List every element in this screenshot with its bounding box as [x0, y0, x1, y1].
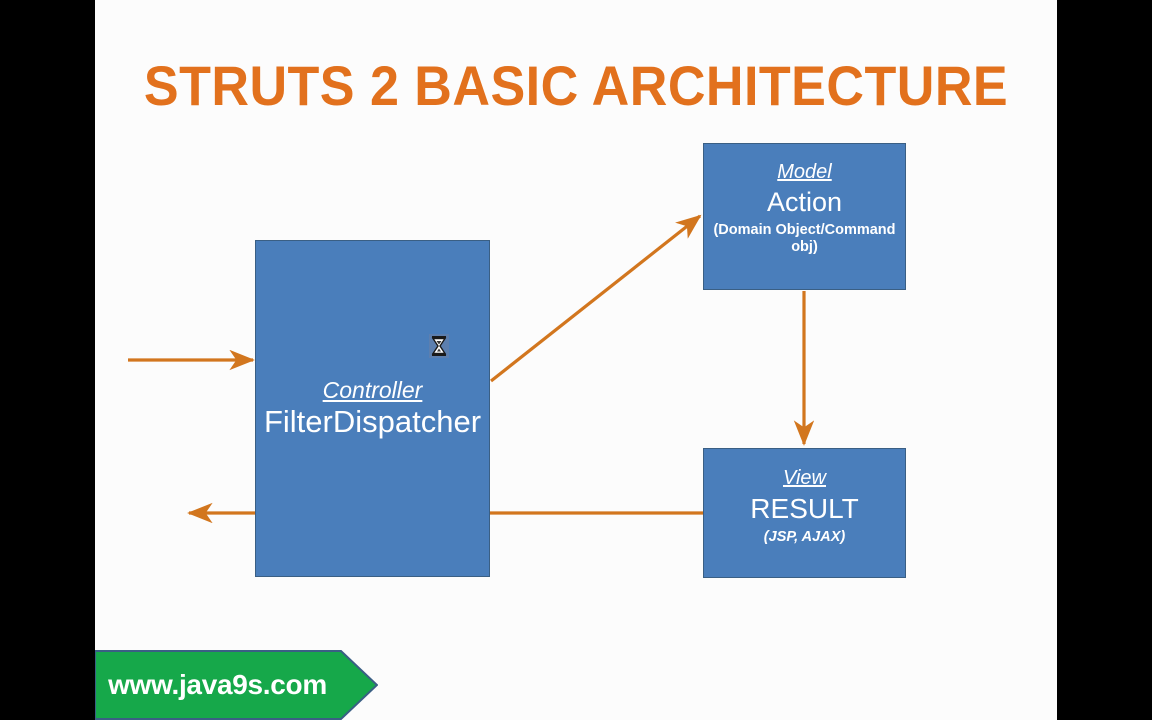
- view-sub-label: (JSP, AJAX): [763, 529, 846, 546]
- controller-role-label: Controller: [322, 376, 423, 403]
- website-banner[interactable]: www.java9s.com: [95, 650, 378, 720]
- banner-url-label: www.java9s.com: [108, 669, 327, 700]
- model-role-label: Model: [777, 161, 832, 183]
- letterbox-bar-left: [0, 0, 95, 720]
- controller-box[interactable]: Controller FilterDispatcher: [255, 240, 490, 577]
- controller-to-model-arrow: [490, 214, 702, 383]
- model-box[interactable]: Model Action (Domain Object/Command obj): [703, 143, 906, 290]
- view-name-label: RESULT: [750, 493, 859, 524]
- model-name-label: Action: [766, 187, 843, 217]
- slide-canvas: STRUTS 2 BASIC ARCHITECTURE: [95, 0, 1057, 720]
- letterbox-bar-right: [1057, 0, 1152, 720]
- model-sub-label: (Domain Object/Command obj): [713, 222, 896, 256]
- view-box[interactable]: View RESULT (JSP, AJAX): [703, 448, 906, 578]
- page-title: STRUTS 2 BASIC ARCHITECTURE: [143, 54, 1009, 117]
- banner-arrow-shape: [95, 650, 378, 720]
- controller-name-label: FilterDispatcher: [263, 404, 482, 440]
- hourglass-cursor: [429, 334, 449, 358]
- view-role-label: View: [783, 467, 826, 489]
